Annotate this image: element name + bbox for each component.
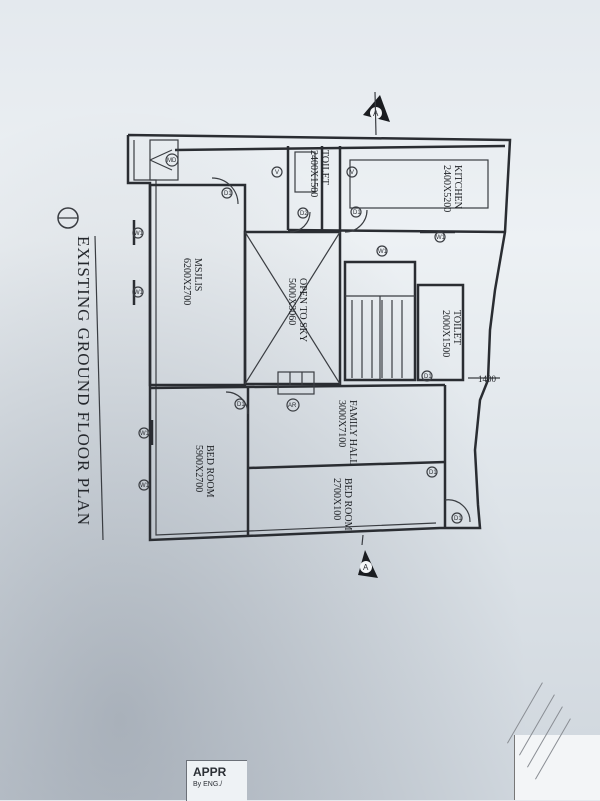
outer-wall-inner bbox=[133, 140, 437, 536]
svg-text:OPEN TO SKY: OPEN TO SKY bbox=[297, 278, 308, 342]
approval-subtitle: By ENG./ bbox=[193, 781, 223, 788]
main-door-leaves bbox=[149, 149, 173, 171]
toilet-2-label: TOILET 2000X1500 bbox=[440, 310, 462, 357]
window-tag-4: W1 bbox=[434, 231, 446, 243]
approval-box: APPR By ENG./ bbox=[186, 760, 247, 801]
svg-text:BED ROOM: BED ROOM bbox=[204, 445, 215, 498]
svg-text:BED ROOM: BED ROOM bbox=[342, 478, 353, 531]
door-tag-entry: D1 bbox=[451, 512, 463, 524]
door-swing-entry bbox=[444, 499, 471, 523]
svg-text:3000X7100: 3000X7100 bbox=[336, 400, 347, 447]
title-symbol bbox=[57, 207, 79, 229]
bedroom-2-wall bbox=[247, 460, 446, 470]
plan-title: EXISTING GROUND FLOOR PLAN bbox=[74, 236, 93, 526]
door-tag-toilet-2: D1 bbox=[421, 370, 433, 382]
svg-text:D1: D1 bbox=[429, 470, 437, 476]
svg-text:A: A bbox=[363, 563, 369, 572]
svg-text:D2: D2 bbox=[300, 211, 308, 217]
window-tag: W1 bbox=[132, 227, 144, 239]
svg-text:2400X5200: 2400X5200 bbox=[441, 165, 452, 212]
hall-top-wall bbox=[149, 383, 446, 390]
svg-text:V: V bbox=[350, 170, 354, 176]
svg-text:2000X1500: 2000X1500 bbox=[440, 310, 451, 357]
dimension-label: 1400 bbox=[478, 374, 497, 384]
majlis-label: MSJLIS 6200X2700 bbox=[181, 258, 203, 305]
door-tag-d1: D1 bbox=[221, 187, 233, 199]
svg-text:6200X2700: 6200X2700 bbox=[181, 258, 192, 305]
svg-text:AR: AR bbox=[288, 403, 297, 409]
svg-text:MSJLIS: MSJLIS bbox=[192, 258, 203, 291]
svg-text:TOILET: TOILET bbox=[319, 150, 330, 185]
title-underline bbox=[94, 235, 104, 541]
window-tag-2: W1 bbox=[132, 286, 144, 298]
svg-text:D1: D1 bbox=[454, 516, 462, 522]
door-swing-kitchen bbox=[344, 209, 368, 233]
svg-text:V: V bbox=[275, 170, 279, 176]
svg-text:W1: W1 bbox=[134, 231, 144, 237]
svg-text:2700X100: 2700X100 bbox=[331, 478, 342, 520]
notes-block bbox=[507, 682, 600, 800]
svg-text:D1: D1 bbox=[353, 210, 361, 216]
open-to-sky-cross-2 bbox=[244, 231, 341, 385]
svg-text:W1: W1 bbox=[140, 483, 150, 489]
window-tag-6: W1 bbox=[138, 479, 150, 491]
door-tag-d2: D2 bbox=[297, 207, 309, 219]
vent-tag: V bbox=[271, 166, 283, 178]
svg-text:5900X2700: 5900X2700 bbox=[193, 445, 204, 492]
bedroom-2-label: BED ROOM 2700X100 bbox=[331, 478, 353, 531]
vent-tag-2: V bbox=[346, 166, 358, 178]
section-marker-bottom: A bbox=[358, 550, 378, 578]
section-line-bottom bbox=[361, 534, 364, 546]
service-bottom-wall bbox=[287, 228, 506, 234]
toilet-1-label: TOILET 2400X1500 bbox=[308, 150, 330, 197]
door-tag-hall: D1 bbox=[426, 466, 438, 478]
svg-text:D1: D1 bbox=[237, 402, 245, 408]
window-tag-3: W1 bbox=[376, 245, 388, 257]
svg-text:EXISTING GROUND FLOOR PLAN: EXISTING GROUND FLOOR PLAN bbox=[74, 236, 93, 526]
svg-text:D1: D1 bbox=[424, 374, 432, 380]
kitchen-counter bbox=[349, 159, 489, 209]
door-tag-d1-kitchen: D1 bbox=[350, 206, 362, 218]
bedroom-1-label: BED ROOM 5900X2700 bbox=[193, 445, 215, 498]
svg-text:2400X1500: 2400X1500 bbox=[308, 150, 319, 197]
main-door-tag: MD bbox=[165, 153, 179, 167]
entry-arch bbox=[277, 371, 315, 395]
toilet-2-walls bbox=[416, 283, 465, 382]
door-swing-majlis bbox=[211, 177, 239, 205]
door-tag-bedroom: D1 bbox=[234, 398, 246, 410]
svg-text:W1: W1 bbox=[134, 290, 144, 296]
svg-text:5000X3060: 5000X3060 bbox=[286, 278, 297, 325]
kitchen-label: KITCHEN 2400X5200 bbox=[441, 165, 463, 212]
toilet-1-fixture bbox=[294, 151, 316, 193]
svg-text:MD: MD bbox=[167, 158, 177, 164]
svg-text:KITCHEN: KITCHEN bbox=[452, 165, 463, 209]
open-to-sky-label: OPEN TO SKY 5000X3060 bbox=[286, 278, 308, 342]
approval-title: APPR bbox=[193, 765, 227, 779]
svg-text:W1: W1 bbox=[140, 431, 150, 437]
arch-tag: AR bbox=[286, 398, 300, 412]
entry-arch-posts bbox=[289, 372, 303, 385]
svg-text:W1: W1 bbox=[436, 235, 446, 241]
section-marker-top: A bbox=[363, 95, 390, 122]
window-tag-5: W1 bbox=[138, 427, 150, 439]
section-line-top bbox=[374, 91, 377, 136]
family-hall-label: FAMILY HALL 3000X7100 bbox=[336, 400, 358, 465]
svg-text:D1: D1 bbox=[224, 191, 232, 197]
door-swing-toilet-1 bbox=[289, 211, 311, 233]
svg-text:W1: W1 bbox=[378, 249, 388, 255]
svg-text:FAMILY HALL: FAMILY HALL bbox=[347, 400, 358, 465]
svg-text:TOILET: TOILET bbox=[451, 310, 462, 345]
door-swing-bedroom-1 bbox=[225, 391, 249, 415]
